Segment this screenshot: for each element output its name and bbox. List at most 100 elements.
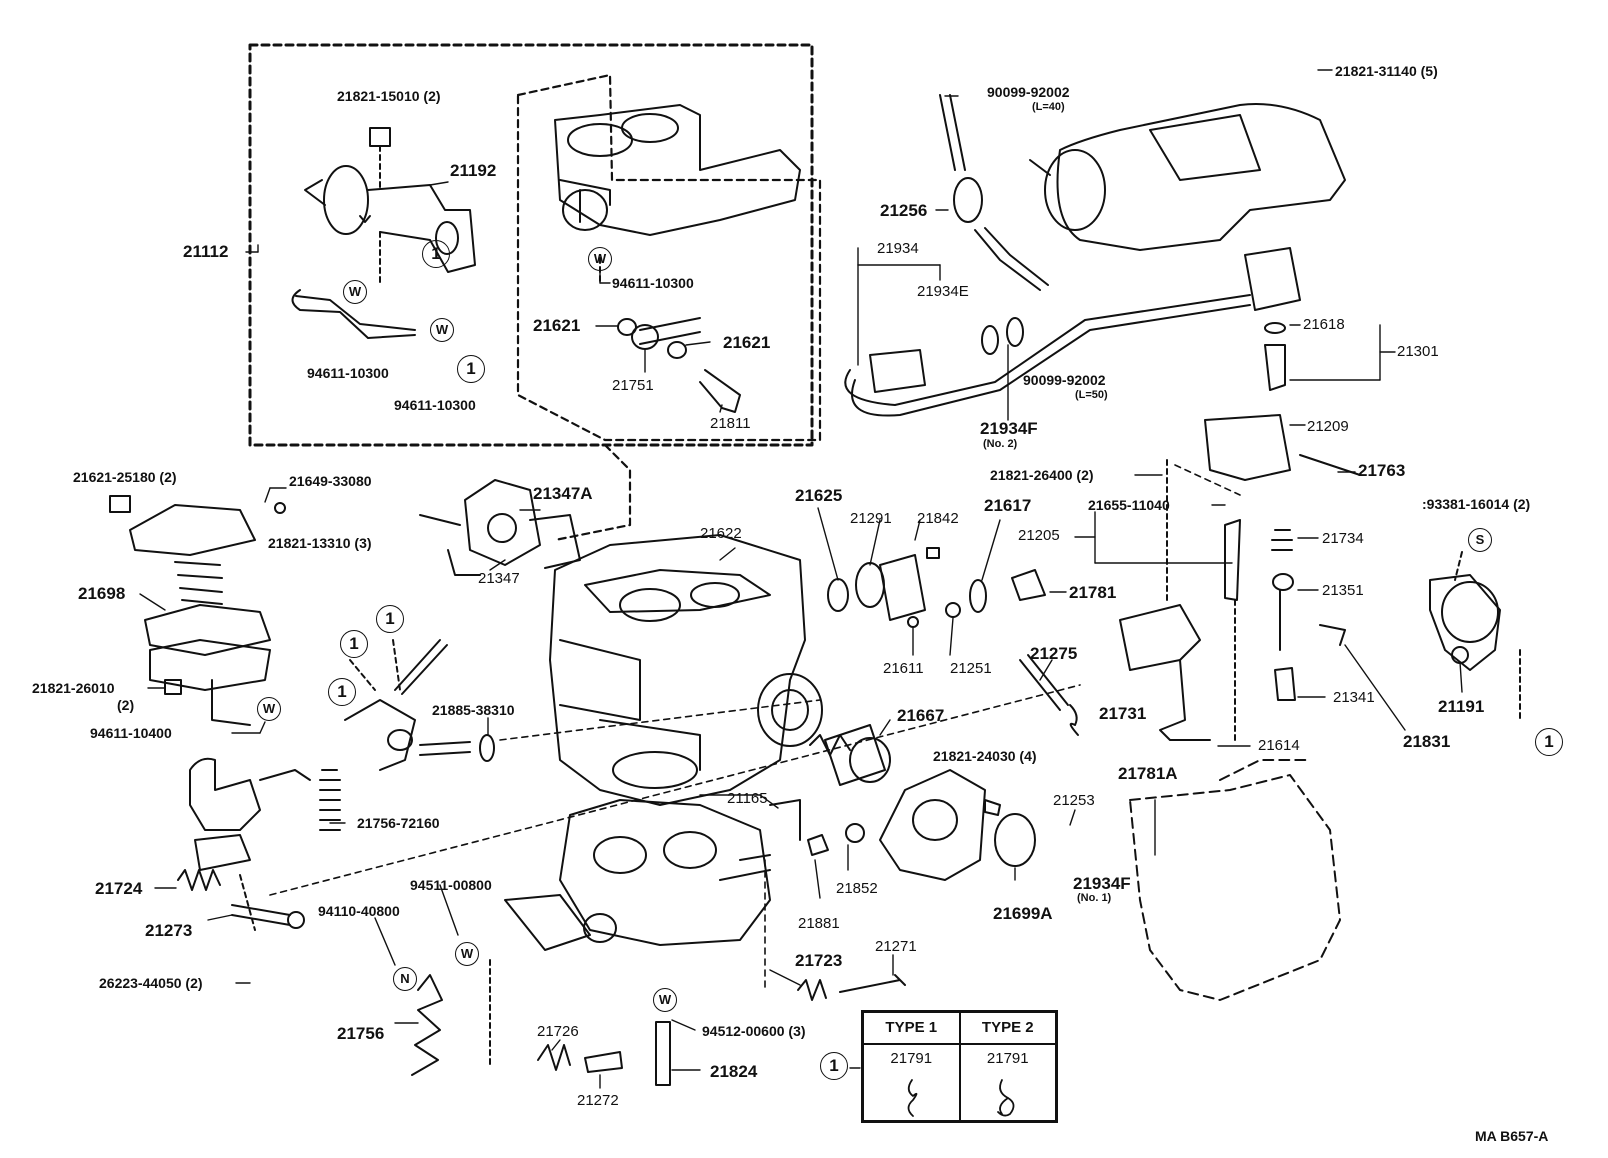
clip-callout-3: 1 xyxy=(376,605,404,633)
label-21731: 21731 xyxy=(1099,704,1147,723)
label-94511-00800: 94511-00800 xyxy=(410,877,492,893)
label-21205: 21205 xyxy=(1018,527,1060,544)
clip-callout-6: 1 xyxy=(1535,728,1563,756)
throttle-body-21165 xyxy=(504,799,801,951)
type-2-header: TYPE 2 xyxy=(959,1012,1056,1044)
label-21625: 21625 xyxy=(795,486,843,505)
washer-callout-5: W xyxy=(455,942,479,966)
label-21934F-no2-note: (No. 2) xyxy=(983,438,1018,450)
label-94110-40800: 94110-40800 xyxy=(318,903,400,919)
label-21273: 21273 xyxy=(145,921,193,940)
diagram-reference-code: MA B657-A xyxy=(1475,1128,1549,1144)
label-21821-13310: 21821-13310 (3) xyxy=(268,535,372,551)
label-21934F-no1: 21934F xyxy=(1073,874,1131,893)
label-21301: 21301 xyxy=(1397,343,1439,360)
label-21821-31140: 21821-31140 (5) xyxy=(1335,63,1438,79)
label-21821-26010: 21821-26010 xyxy=(32,680,115,696)
label-21821-15010: 21821-15010 (2) xyxy=(337,88,441,104)
label-21347A: 21347A xyxy=(533,484,593,503)
label-21811: 21811 xyxy=(710,415,751,432)
label-21614: 21614 xyxy=(1258,737,1300,754)
clip-callout-4: 1 xyxy=(328,678,356,706)
label-21272: 21272 xyxy=(577,1092,619,1109)
label-21751: 21751 xyxy=(612,377,654,394)
washer-callout-6: W xyxy=(653,988,677,1012)
type-table: TYPE 1 TYPE 2 21791 21791 xyxy=(861,1010,1058,1123)
alignment-lines xyxy=(269,464,1241,991)
label-90099-92002-b: 90099-92002 xyxy=(1023,372,1106,388)
label-21756-72160: 21756-72160 xyxy=(357,815,440,831)
vacuum-hoses xyxy=(844,94,1251,417)
label-93381-16014: :93381-16014 (2) xyxy=(1422,496,1531,512)
label-21341: 21341 xyxy=(1333,689,1375,706)
label-21842: 21842 xyxy=(917,510,959,527)
label-21763: 21763 xyxy=(1358,461,1406,480)
label-21649-33080: 21649-33080 xyxy=(289,473,372,489)
label-21699A: 21699A xyxy=(993,904,1053,923)
carb-air-horn xyxy=(554,104,801,236)
type-1-part: 21791 xyxy=(890,1050,933,1067)
clip-callout-5: 1 xyxy=(340,630,368,658)
clip-callout-table: 1 xyxy=(820,1052,848,1080)
washer-callout-3: W xyxy=(588,247,612,271)
clip-callout-1: 1 xyxy=(422,240,450,268)
label-21881: 21881 xyxy=(798,915,840,932)
label-21726: 21726 xyxy=(537,1023,579,1040)
washer-callout-4: W xyxy=(257,697,281,721)
label-90099-92002-b-len: (L=50) xyxy=(1075,389,1108,401)
type-2-cell: 21791 xyxy=(959,1044,1056,1121)
label-21251: 21251 xyxy=(950,660,992,677)
leader-lines xyxy=(139,69,1463,1089)
label-21698: 21698 xyxy=(78,584,126,603)
label-21256: 21256 xyxy=(880,201,928,220)
springs-screws xyxy=(177,869,906,1086)
type-2-part: 21791 xyxy=(986,1050,1029,1067)
type-1-cell: 21791 xyxy=(863,1044,960,1121)
label-94512-00600: 94512-00600 (3) xyxy=(702,1023,806,1039)
label-21885-38310: 21885-38310 xyxy=(432,702,515,718)
label-21621-a: 21621 xyxy=(533,316,581,335)
fast-idle-cam xyxy=(189,757,341,931)
carb-top-frame xyxy=(516,73,822,542)
accel-pump-21347 xyxy=(419,479,581,576)
label-94611-10300-b: 94611-10300 xyxy=(307,365,389,381)
label-21165: 21165 xyxy=(727,790,768,807)
label-21655-11040: 21655-11040 xyxy=(1088,497,1170,513)
label-21275: 21275 xyxy=(1030,644,1078,663)
label-90099-92002-a: 90099-92002 xyxy=(987,84,1070,100)
label-26223-44050: 26223-44050 (2) xyxy=(99,975,203,991)
nut-callout: N xyxy=(393,967,417,991)
label-21192: 21192 xyxy=(450,161,497,180)
label-21191: 21191 xyxy=(1438,697,1485,716)
label-21621-25180: 21621-25180 (2) xyxy=(73,469,177,485)
label-21667: 21667 xyxy=(897,706,945,725)
label-21351: 21351 xyxy=(1322,582,1364,599)
throttle-positioner xyxy=(1119,459,1521,741)
choke-breaker-21667 xyxy=(807,724,1036,881)
washer-callout-1: W xyxy=(343,280,367,304)
label-21824: 21824 xyxy=(710,1062,758,1081)
label-21253: 21253 xyxy=(1053,792,1095,809)
clip-glyphs xyxy=(907,1079,1015,1117)
label-21934F-no1-note: (No. 1) xyxy=(1077,892,1112,904)
label-94611-10300-a: 94611-10300 xyxy=(612,275,694,291)
engine-block-lower xyxy=(1129,759,1341,1001)
switch-connector-21301 xyxy=(1244,247,1301,391)
label-90099-92002-a-len: (L=40) xyxy=(1032,101,1065,113)
choke-linkage xyxy=(344,639,495,771)
label-21618: 21618 xyxy=(1303,316,1345,333)
label-21617: 21617 xyxy=(984,496,1032,515)
label-21724: 21724 xyxy=(95,879,143,898)
label-21821-26010-qty: (2) xyxy=(117,697,135,713)
washer-callout-2: W xyxy=(430,318,454,342)
label-21756: 21756 xyxy=(337,1024,385,1043)
clip-callout-2: 1 xyxy=(457,355,485,383)
label-21621-b: 21621 xyxy=(723,333,771,352)
diaphragm-stack-21698 xyxy=(109,495,286,726)
idle-parts xyxy=(827,547,1079,736)
label-21723: 21723 xyxy=(795,951,843,970)
label-21734: 21734 xyxy=(1322,530,1364,547)
assembly-frame xyxy=(248,43,814,447)
